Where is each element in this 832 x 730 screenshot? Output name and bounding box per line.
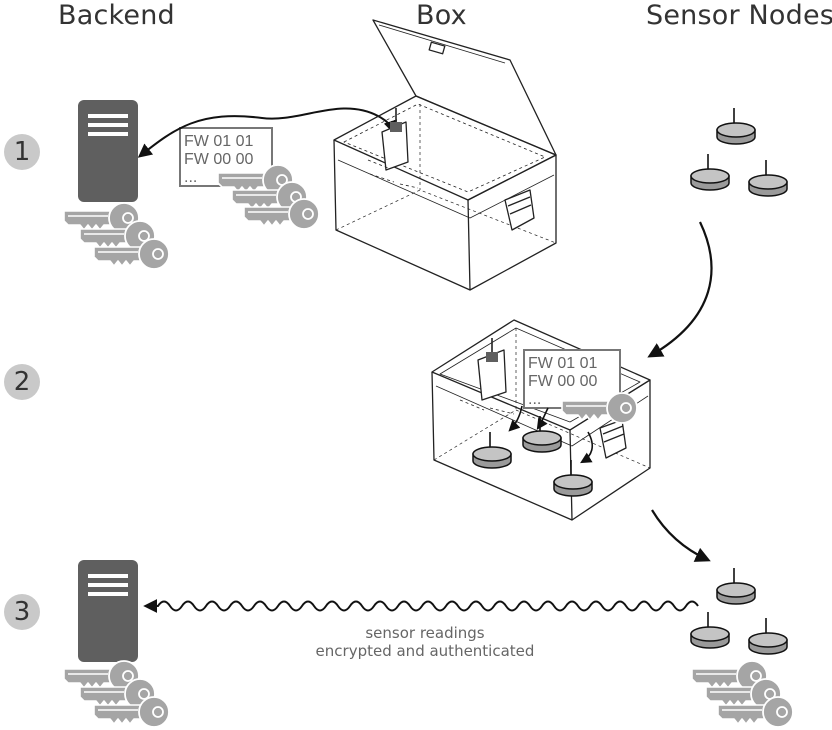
sensor-node-icon: [690, 611, 730, 649]
backend-server-step1: [78, 100, 138, 202]
fw-line-2: FW 00 00: [528, 373, 597, 390]
sensor-node-icon: [716, 567, 756, 605]
sensor-node-icon: [748, 159, 788, 197]
wave-caption-line1: sensor readings: [365, 624, 485, 642]
wave-caption: sensor readings encrypted and authentica…: [300, 624, 550, 660]
wave-caption-line2: encrypted and authenticated: [315, 642, 535, 660]
fw-line-2: FW 00 00: [184, 151, 253, 168]
flash-arrow: [508, 405, 523, 432]
fw-line-3: ...: [528, 391, 541, 408]
sensor-node-icon: [472, 431, 512, 469]
node-keys-step3: [691, 660, 794, 728]
server-icon: [78, 560, 138, 662]
column-title-sensor-nodes: Sensor Nodes: [646, 0, 832, 31]
sensor-node-icon: [553, 459, 593, 497]
fw-line-1: FW 01 01: [184, 133, 253, 150]
backend-server-step3: [78, 560, 138, 662]
backend-keys-step1: [63, 202, 170, 270]
sensor-node-icon: [716, 107, 756, 145]
sensor-nodes-step3: [690, 567, 788, 655]
flash-arrow: [536, 407, 549, 430]
step-badge-3: 3: [4, 594, 40, 630]
sensor-nodes-step1: [690, 107, 788, 197]
card-keys-step1: [217, 164, 320, 230]
arrow-box-to-nodes: [651, 509, 711, 562]
column-title-box: Box: [416, 0, 467, 31]
step-badge-1: 1: [4, 134, 40, 170]
server-icon: [78, 100, 138, 202]
fw-line-1: FW 01 01: [528, 355, 597, 372]
step-badge-2: 2: [4, 364, 40, 400]
transmission-wave: [143, 599, 699, 613]
flash-arrow: [580, 431, 594, 464]
fw-line-3: ...: [184, 169, 197, 186]
arrow-nodes-into-box: [647, 221, 713, 358]
firmware-card-step2: FW 01 01 FW 00 00 ...: [523, 349, 621, 409]
column-title-backend: Backend: [58, 0, 175, 31]
sensor-node-icon: [748, 617, 788, 655]
backend-keys-step3: [63, 660, 170, 728]
open-box-step1: [333, 19, 557, 291]
sync-arrow-step1: [137, 107, 398, 158]
sensor-node-icon: [690, 153, 730, 191]
